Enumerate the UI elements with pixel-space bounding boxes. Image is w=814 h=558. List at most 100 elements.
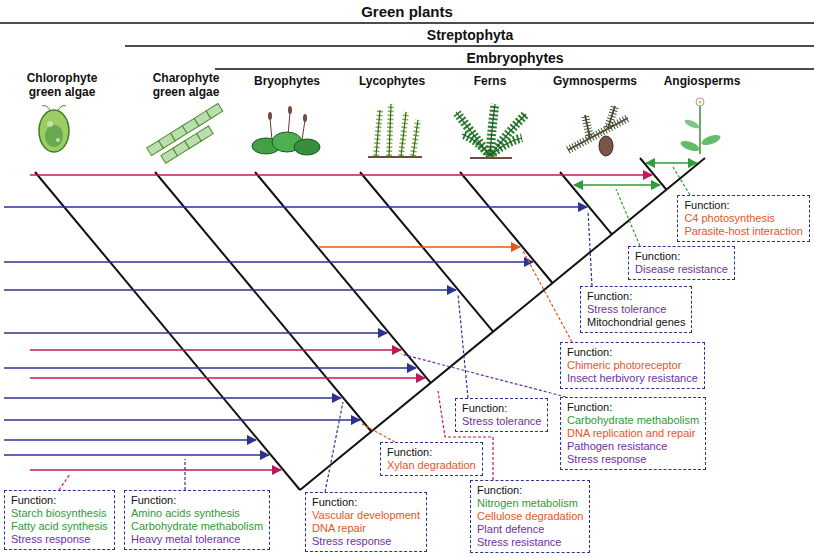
twig [568,106,628,150]
function-heading: Function: [567,346,698,359]
taxon-label: Bryophytes [254,75,320,89]
transfer-arrow [4,289,456,291]
exchange-arrow [646,162,697,164]
function-item: Carbohydrate methabolism [567,414,699,427]
pinnae [456,104,526,156]
taxon-label: Angiosperms [664,75,741,89]
function-box: Function:Disease resistance [628,246,735,280]
function-item: Stress tolerance [462,415,541,428]
function-item: Insect herbivory resistance [567,372,698,385]
stem [699,104,701,154]
transfer-arrow [4,454,269,456]
function-item: Chimeric photoreceptor [567,359,698,372]
function-item: DNA replication and repair [567,427,699,440]
leader-line [325,402,343,492]
pyrenoid [56,138,60,142]
transfer-arrow [30,377,425,379]
lycophyte-stems [368,104,422,157]
function-item: Fatty acid synthesis [11,520,108,533]
capsule [268,112,272,120]
function-heading: Function: [587,290,685,303]
exchange-arrow [574,184,660,186]
function-box: Function:Starch biosynthesisFatty acid s… [4,490,115,550]
leader-line [184,459,185,490]
clade-heading: Green plants [361,3,453,20]
function-box: Function:Chimeric photoreceptorInsect he… [560,342,705,389]
cell-body [39,110,69,152]
function-heading: Function: [567,401,699,414]
tree-branch [560,172,612,234]
transfer-arrow [318,246,520,248]
taxon-label: Ferns [474,75,507,89]
tree-branch [35,172,300,490]
function-item: C4 photosynthesis [684,212,803,225]
function-box: Function:Vascular developmentDNA repairS… [305,492,427,552]
angiosperm-plant [679,98,722,154]
capsule [288,106,292,114]
clade-heading: Embryophytes [466,50,563,66]
header-rule [125,45,814,47]
flower-centre [699,101,702,104]
leader-line [588,211,592,286]
charophyte-filament [147,104,230,168]
function-box: Function:Stress tolerance [455,398,548,432]
clade-heading: Streptophyta [427,27,513,43]
function-item: Stress response [567,453,699,466]
leaf [683,118,700,130]
tree-branch [360,172,493,332]
moss-cushion [294,139,320,155]
function-heading: Function: [684,199,803,212]
leader-line [362,424,395,442]
leader-line [458,294,468,398]
rachis [456,104,526,156]
leader-line [59,474,70,490]
function-item: Vascular development [312,509,420,522]
function-heading: Function: [131,494,263,507]
function-item: Parasite-host interaction [684,225,803,238]
leaf [679,139,701,153]
function-heading: Function: [462,402,541,415]
chloroplast [45,125,63,147]
leader-line [401,354,566,397]
function-box: Function:Amino acids synthesisCarbohydra… [124,490,270,550]
transfer-arrow [4,419,360,421]
function-item: DNA repair [312,522,420,535]
chlorophyte-cell [39,106,69,153]
rhizome [368,156,422,158]
capsule [303,114,307,122]
function-box: Function:Xylan degradation [380,442,483,476]
function-heading: Function: [477,484,583,497]
transfer-arrow [4,261,533,263]
function-item: Amino acids synthesis [131,507,263,520]
tree-trunk [300,158,705,490]
function-item: Cellulose degradation [477,510,583,523]
function-heading: Function: [635,250,728,263]
transfer-arrow [30,469,281,471]
pyrenoid [47,121,53,127]
gymnosperm-branch [568,106,628,156]
transfer-arrow [30,174,652,176]
bryophyte-clump [252,106,320,155]
function-item: Stress response [11,533,108,546]
function-box: Function:Nitrogen metabolismCellulose de… [470,480,590,553]
function-item: Pathogen resistance [567,440,699,453]
leader-line [616,189,640,246]
transfer-arrow [4,397,341,399]
tree-branch [155,172,371,432]
function-item: Nitrogen metabolism [477,497,583,510]
function-item: Xylan degradation [387,459,476,472]
header-rule [215,68,814,70]
fern-fronds [456,104,526,158]
function-item: Stress response [312,535,420,548]
needles [568,106,628,150]
function-box: Function:Stress toleranceMitochondrial g… [580,286,692,333]
function-heading: Function: [387,446,476,459]
function-item: Plant defence [477,523,583,536]
tree-branch [255,172,431,383]
leader-line [673,167,690,195]
taxon-label: Chlorophyte green algae [14,72,110,100]
rhizome [470,157,512,159]
leader-line [523,251,572,342]
taxon-label: Lycophytes [359,75,425,89]
transfer-arrow [4,206,587,208]
